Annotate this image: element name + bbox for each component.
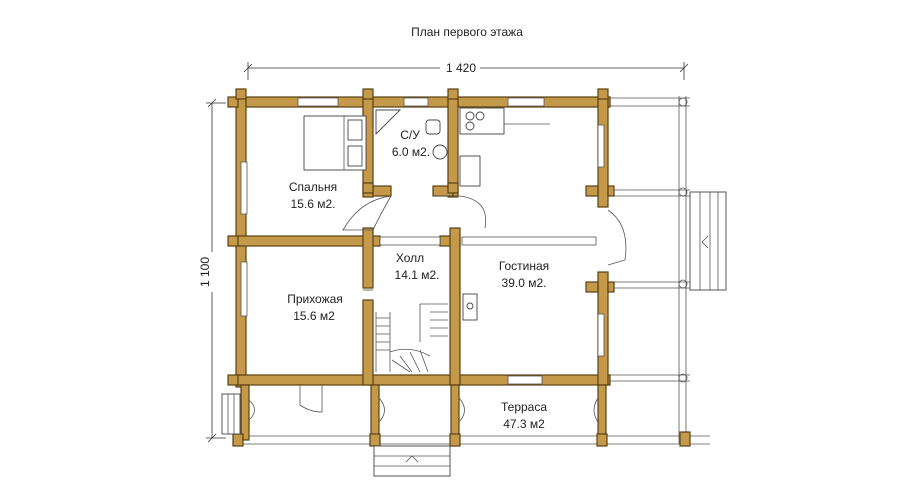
room-bedroom-area: 15.6 м2.	[291, 197, 336, 211]
bed	[303, 115, 367, 171]
width-dimension-label: 1 420	[446, 61, 476, 75]
room-bedroom: Спальня 15.6 м2.	[289, 180, 337, 211]
room-bathroom-name: С/У	[400, 128, 420, 142]
room-terrace-name: Терраса	[501, 400, 547, 414]
room-hall: Холл 14.1 м2.	[395, 251, 440, 282]
living-sink	[462, 293, 478, 321]
height-dimension-label: 1 100	[198, 257, 212, 287]
plan-title: План первого этажа	[411, 25, 523, 39]
terrace-deck-lines	[240, 96, 710, 445]
terrace-posts	[232, 97, 691, 447]
room-entry-name: Прихожая	[287, 292, 343, 306]
room-living-name: Гостиная	[499, 259, 549, 273]
kitchen-fixtures	[459, 107, 550, 187]
windows	[240, 97, 605, 385]
room-terrace-area: 47.3 м2	[503, 417, 545, 431]
entry-steps-bottom	[373, 445, 451, 477]
staircase	[375, 303, 448, 373]
doors	[299, 195, 627, 413]
bathroom-fixtures	[375, 109, 448, 160]
room-bedroom-name: Спальня	[289, 180, 337, 194]
entry-steps-right	[689, 191, 727, 291]
room-living: Гостиная 39.0 м2.	[499, 259, 549, 290]
room-bathroom: С/У 6.0 м2.	[392, 128, 430, 159]
entry-steps-left	[221, 393, 241, 435]
width-dimension: 1 420	[243, 60, 689, 80]
room-entry: Прихожая 15.6 м2	[287, 292, 343, 323]
room-terrace: Терраса 47.3 м2	[501, 400, 547, 431]
room-hall-area: 14.1 м2.	[395, 268, 440, 282]
height-dimension: 1 100	[198, 98, 226, 443]
room-entry-area: 15.6 м2	[293, 309, 335, 323]
room-living-area: 39.0 м2.	[502, 276, 547, 290]
room-hall-name: Холл	[396, 251, 424, 265]
room-bathroom-area: 6.0 м2.	[392, 145, 430, 159]
